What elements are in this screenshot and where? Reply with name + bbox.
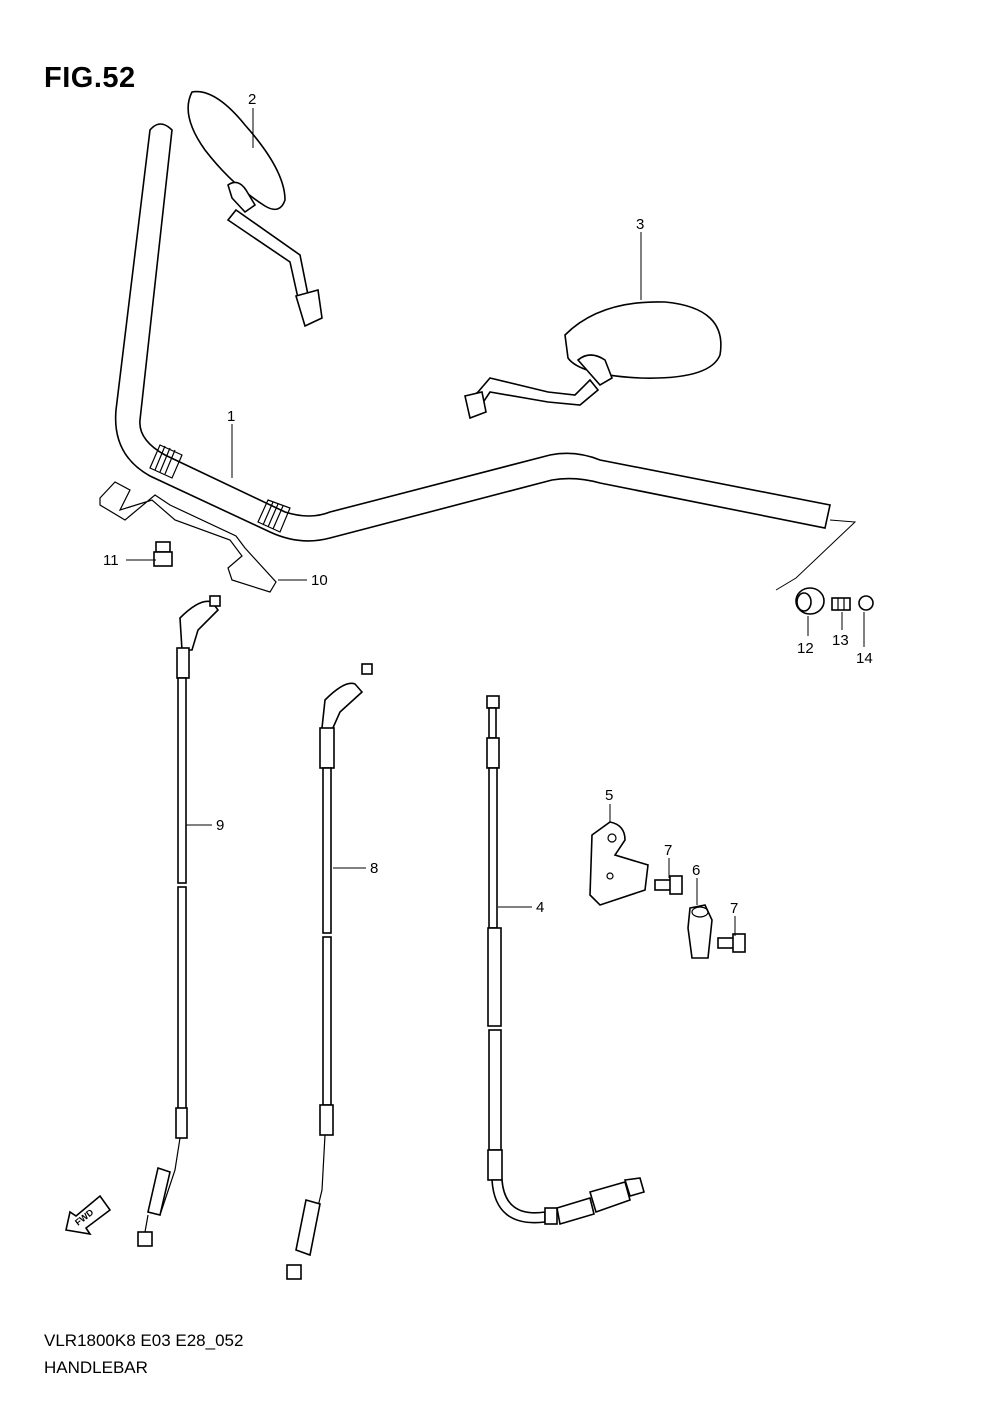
section-name: HANDLEBAR bbox=[44, 1358, 148, 1377]
callout-11: 11 bbox=[103, 552, 119, 569]
fwd-arrow-icon: FWD bbox=[65, 1194, 112, 1236]
callout-13: 13 bbox=[832, 632, 849, 649]
bar-end-weight-part-12[interactable] bbox=[795, 587, 825, 615]
throttle-cable-part-9[interactable] bbox=[137, 595, 221, 1247]
callout-4: 4 bbox=[536, 899, 544, 916]
callout-12: 12 bbox=[797, 640, 814, 657]
clutch-cable-part-4[interactable] bbox=[486, 695, 645, 1226]
callout-6: 6 bbox=[692, 862, 700, 879]
callout-3: 3 bbox=[636, 216, 644, 233]
mirror-part-3[interactable] bbox=[464, 301, 722, 420]
callout-labels: 1 2 3 4 5 6 7 7 8 9 10 11 12 13 14 bbox=[103, 91, 873, 917]
callout-10: 10 bbox=[311, 572, 328, 589]
callout-1: 1 bbox=[227, 408, 235, 425]
bolt-part-11[interactable] bbox=[153, 541, 173, 567]
bar-end-assembly bbox=[775, 519, 857, 591]
handlebar-grip-knurl-right bbox=[257, 499, 291, 533]
callout-2: 2 bbox=[248, 91, 256, 108]
figure-title: FIG.52 bbox=[44, 62, 136, 94]
bolt-part-7a[interactable] bbox=[654, 875, 683, 895]
nut-part-14[interactable] bbox=[858, 595, 874, 611]
callout-5: 5 bbox=[605, 787, 613, 804]
leader-lines bbox=[126, 108, 865, 936]
bolt-part-7b[interactable] bbox=[717, 933, 746, 953]
bracket-wire-part-10[interactable] bbox=[99, 481, 277, 593]
mirror-part-2[interactable] bbox=[187, 90, 323, 328]
callout-9: 9 bbox=[216, 817, 224, 834]
callout-14: 14 bbox=[856, 650, 873, 667]
clamp-part-6[interactable] bbox=[687, 904, 713, 959]
screw-part-13[interactable] bbox=[831, 597, 851, 611]
callout-7b: 7 bbox=[730, 900, 738, 917]
callout-7a: 7 bbox=[664, 842, 672, 859]
callout-8: 8 bbox=[370, 860, 378, 877]
model-code: VLR1800K8 E03 E28_052 bbox=[44, 1331, 244, 1350]
handlebar-part-1[interactable] bbox=[114, 123, 831, 542]
throttle-cable-part-8[interactable] bbox=[286, 663, 373, 1280]
bracket-part-5[interactable] bbox=[589, 821, 649, 906]
handlebar-grip-knurl-left bbox=[149, 444, 183, 479]
